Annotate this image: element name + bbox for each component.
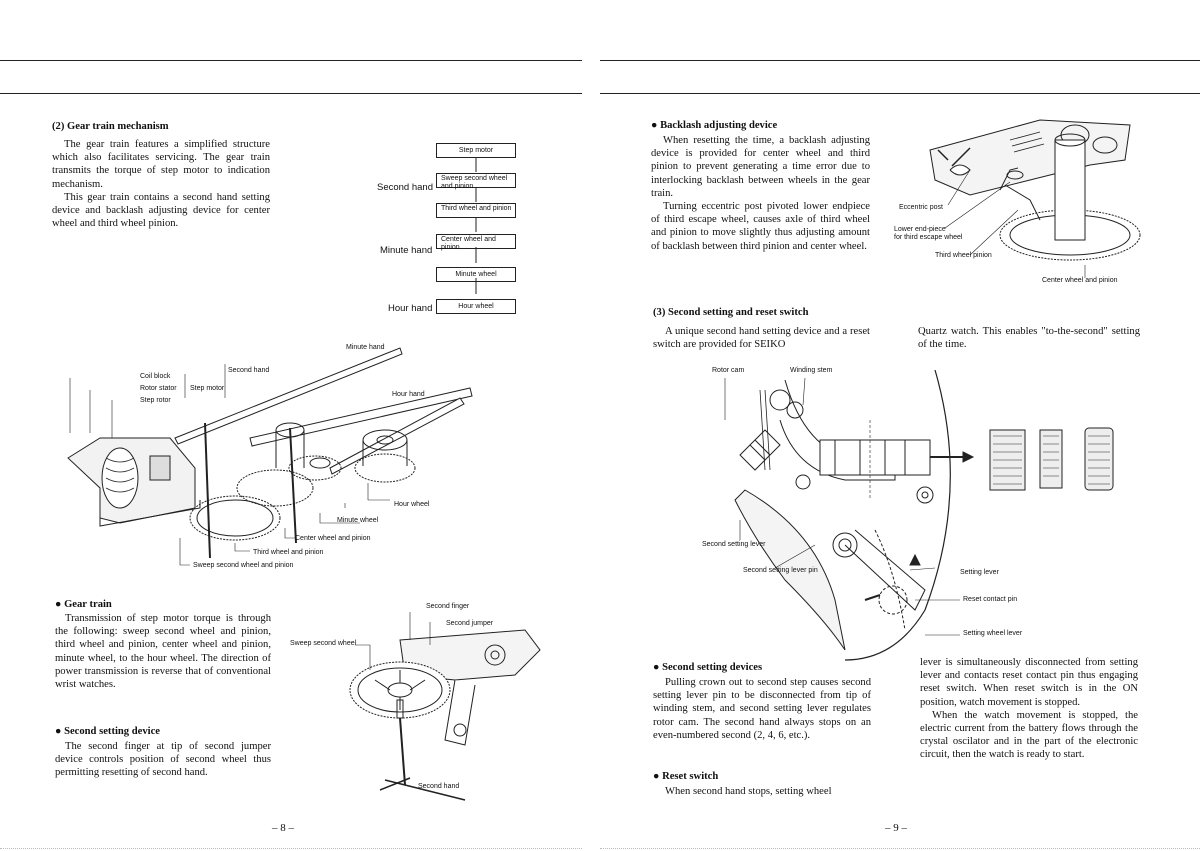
label-second-setting-lever-pin: Second setting lever pin xyxy=(743,567,818,574)
flow-box-step-motor: Step motor xyxy=(436,143,516,158)
second-setting-devices-para: Pulling crown out to second step causes … xyxy=(653,677,871,741)
second-setting-devices-heading: ● Second setting devices xyxy=(653,662,762,673)
gear-train-illustration xyxy=(67,347,473,566)
label-step-rotor: Step rotor xyxy=(140,397,171,404)
label-sweep-second-wheel-2: Sweep second wheel xyxy=(290,640,357,647)
label-center-wheel: Center wheel and pinion xyxy=(295,535,371,542)
label-rotor-cam: Rotor cam xyxy=(712,367,745,374)
continued-para1: lever is simultaneously disconnected fro… xyxy=(920,657,1138,708)
label-setting-wheel-lever: Setting wheel lever xyxy=(963,630,1023,637)
top-rule-left xyxy=(0,60,582,61)
flowchart-connectors xyxy=(475,158,477,294)
backlash-para1: When resetting the time, a backlash adju… xyxy=(651,135,870,199)
gear-train-heading-text: Gear train xyxy=(64,599,112,610)
backlash-para2: Turning eccentric post pivoted lower end… xyxy=(651,201,870,252)
flow-box-hour-wheel: Hour wheel xyxy=(436,299,516,314)
label-winding-stem: Winding stem xyxy=(790,367,833,374)
bullet-icon: ● xyxy=(653,662,663,673)
label-center-wheel-pinion: Center wheel and pinion xyxy=(1042,277,1118,284)
gear-train-text: Transmission of step motor torque is thr… xyxy=(55,612,271,691)
bullet-icon: ● xyxy=(55,726,65,737)
label-second-jumper: Second jumper xyxy=(446,620,494,627)
flow-label-minute-hand: Minute hand xyxy=(380,245,433,256)
label-lower-endpiece-1: Lower end-piece xyxy=(894,226,946,233)
top-rule-right-2 xyxy=(600,93,1200,94)
bullet-icon: ● xyxy=(651,120,661,131)
second-setting-switch-para-right: Quartz watch. This enables "to-the-secon… xyxy=(918,326,1140,351)
backlash-illustration xyxy=(929,119,1141,278)
second-finger-illustration xyxy=(349,612,541,801)
flow-label-second-hand: Second hand xyxy=(377,182,433,193)
label-setting-lever: Setting lever xyxy=(960,569,999,576)
bottom-rule-left xyxy=(0,848,582,849)
continued-para2: When the watch movement is stopped, the … xyxy=(920,709,1138,761)
second-setting-devices-text: Pulling crown out to second step causes … xyxy=(653,676,871,742)
gear-train-mechanism-para2: This gear train contains a second hand s… xyxy=(52,191,270,230)
flow-box-minute-wheel: Minute wheel xyxy=(436,267,516,282)
label-second-hand: Second hand xyxy=(228,367,270,374)
label-second-setting-lever: Second setting lever xyxy=(702,541,766,548)
flow-box-center-wheel: Center wheel and pinion xyxy=(436,234,516,251)
gear-train-mechanism-para1: The gear train features a simplified str… xyxy=(52,139,270,190)
label-eccentric-post: Eccentric post xyxy=(899,204,943,211)
reset-switch-illustration xyxy=(724,370,1114,661)
page-number-right: – 9 – xyxy=(885,822,907,834)
label-hour-wheel: Hour wheel xyxy=(394,501,430,508)
label-hour-hand: Hour hand xyxy=(392,391,425,398)
backlash-heading: ● Backlash adjusting device xyxy=(651,120,777,131)
second-setting-switch-heading: (3) Second setting and reset switch xyxy=(653,307,809,318)
reset-switch-text: When second hand stops, setting wheel xyxy=(653,785,871,798)
label-step-motor: Step motor xyxy=(190,385,225,392)
gear-train-mechanism-text: The gear train features a simplified str… xyxy=(52,138,270,230)
label-coil-block: Coil block xyxy=(140,373,171,380)
backlash-heading-text: Backlash adjusting device xyxy=(660,120,778,131)
label-second-hand-2: Second hand xyxy=(418,783,460,790)
flow-box-third-wheel: Third wheel and pinion xyxy=(436,203,516,218)
label-reset-contact-pin: Reset contact pin xyxy=(963,596,1018,603)
label-sweep-second-wheel: Sweep second wheel and pinion xyxy=(193,562,294,569)
gear-train-heading: ● Gear train xyxy=(55,599,112,610)
second-setting-device-heading-text: Second setting device xyxy=(64,726,160,737)
label-second-finger: Second finger xyxy=(426,603,470,610)
bullet-icon: ● xyxy=(653,771,663,782)
flow-box-sweep-second: Sweep second wheel and pinion xyxy=(436,173,516,190)
label-lower-endpiece-2: for third escape wheel xyxy=(894,234,963,241)
reset-switch-para: When second hand stops, setting wheel xyxy=(665,786,832,797)
label-rotor-stator: Rotor stator xyxy=(140,385,177,392)
second-setting-device-para: The second finger at tip of second jumpe… xyxy=(55,741,271,779)
label-third-wheel: Third wheel and pinion xyxy=(253,549,324,556)
backlash-text: When resetting the time, a backlash adju… xyxy=(651,134,870,253)
top-rule-right xyxy=(600,60,1200,61)
second-setting-device-text: The second finger at tip of second jumpe… xyxy=(55,740,271,780)
label-minute-wheel: Minute wheel xyxy=(337,517,379,524)
reset-switch-continued: lever is simultaneously disconnected fro… xyxy=(920,656,1138,762)
label-minute-hand: Minute hand xyxy=(346,344,385,351)
reset-switch-heading-text: Reset switch xyxy=(662,771,719,782)
top-rule-left-2 xyxy=(0,93,582,94)
gear-train-mechanism-heading: (2) Gear train mechanism xyxy=(52,121,169,132)
label-third-wheel-pinion: Third wheel pinion xyxy=(935,252,992,259)
gear-train-para: Transmission of step motor torque is thr… xyxy=(55,613,271,691)
bullet-icon: ● xyxy=(55,599,65,610)
page-number-left: – 8 – xyxy=(272,822,294,834)
second-setting-switch-para-left: A unique second hand setting device and … xyxy=(653,326,870,351)
second-setting-devices-heading-text: Second setting devices xyxy=(662,662,763,673)
second-setting-device-heading: ● Second setting device xyxy=(55,726,160,737)
second-setting-switch-text-left: A unique second hand setting device and … xyxy=(653,325,870,351)
reset-switch-heading: ● Reset switch xyxy=(653,771,718,782)
flow-label-hour-hand: Hour hand xyxy=(388,303,433,314)
bottom-rule-right xyxy=(600,848,1200,849)
second-setting-switch-text-right: Quartz watch. This enables "to-the-secon… xyxy=(918,325,1140,351)
